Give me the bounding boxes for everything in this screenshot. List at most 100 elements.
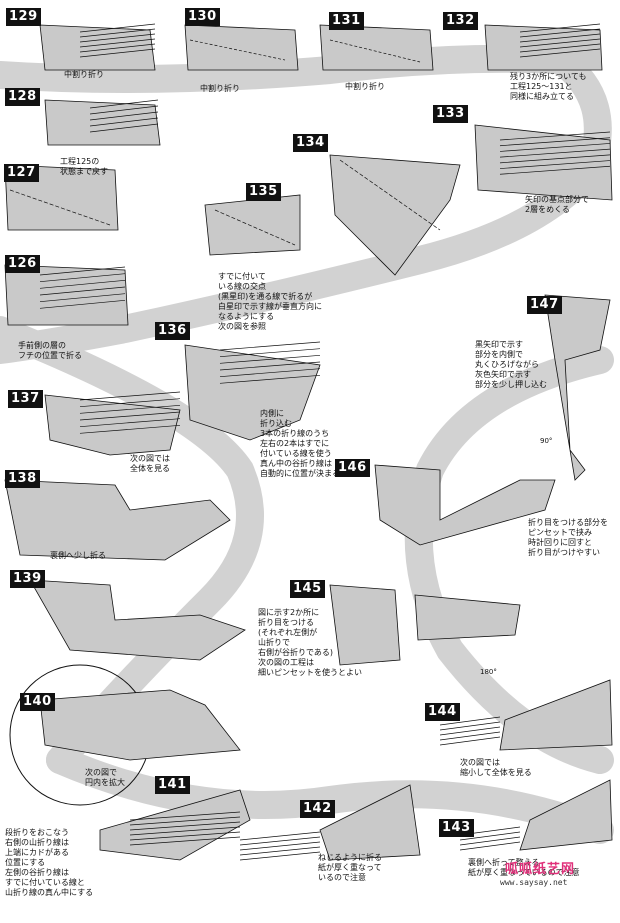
fig-130-fold [189,39,286,61]
step-number-147: 147 [527,296,562,314]
step-instruction-144: 次の図では 縮小して全体を見る [460,758,532,777]
step-instruction-128: 工程125の 状態まで戻す [60,157,108,176]
fig-137-pleat-1 [79,398,181,408]
fig-143-pleat-1 [459,831,521,841]
step-number-133: 133 [433,105,468,123]
step-instruction-142: ねじるように折る 紙が厚く重なって いるので注意 [318,853,382,882]
fig-128-pleat-1 [89,105,159,115]
fig-144-pleat-2 [439,726,501,736]
step-number-126: 126 [5,255,40,273]
fig-140 [39,689,241,761]
fig-136-pleat-4 [219,368,321,378]
step-instruction-146: 折り目をつける部分を ピンセットで挟み 時計回りに回すと 折り目がつけやすい [528,518,608,557]
fig-142-pleat-4 [239,851,321,861]
fig-129-pleat-2 [79,33,156,43]
fig-126-pleat-1 [39,273,126,283]
fig-147 [544,294,611,481]
fig-132-pleat-5 [519,48,601,58]
fig-137 [44,394,181,456]
fig-133-pleat-6 [499,165,611,175]
fig-137-pleat-0 [79,391,181,401]
fig-137-pleat-2 [79,404,181,414]
fig-144-pleat-4 [439,736,501,746]
step-number-136: 136 [155,322,190,340]
fig-126-pleat-5 [39,299,126,309]
fig-142-pleat-0 [239,831,321,841]
fig-136-pleat-0 [219,341,321,351]
step-instruction-143: 裏側へ折って整える 紙が厚く重なっているので注意 [468,858,580,877]
fig-133-pleat-3 [499,148,611,158]
fig-129-pleat-5 [79,48,156,58]
fig-129-pleat-3 [79,38,156,48]
fig-137-pleat-5 [79,424,181,434]
fig-144-pleat-3 [439,731,501,741]
fig-129 [39,24,156,71]
step-instruction-137: 次の図では 全体を見る [130,454,170,473]
fig-141 [99,789,251,861]
step-instruction-138: 裏側へ少し折る [50,551,106,560]
fig-143-pleat-2 [459,836,521,846]
fig-130 [184,24,299,71]
step-number-141: 141 [155,776,190,794]
fig-143-pleat-3 [459,841,521,851]
fig-134 [329,154,461,276]
fig-142 [319,784,421,861]
step-instruction-136: 内側に 折り込む 3本の折り線のうち 左右の2本はすでに 付いている線を使う 真… [260,409,340,478]
step-instruction-135: すでに付いて いる線の交点 (黒星印)を通る線で折るが 白星印で示す線が垂直方向… [218,272,322,331]
fig-133-pleat-4 [499,154,611,164]
step-number-142: 142 [300,800,335,818]
fig-128-pleat-4 [89,123,159,133]
angle-90: 90° [540,437,553,445]
fig-136 [184,344,321,441]
fig-137-pleat-4 [79,418,181,428]
fig-141-pleat-5 [129,836,241,846]
fig-128-pleat-3 [89,117,159,127]
watermark-url: www.saysay.net [500,878,568,887]
fig-126-pleat-3 [39,286,126,296]
step-number-145: 145 [290,580,325,598]
fig-141-pleat-4 [129,831,241,841]
fig-135-fold [214,209,296,246]
fig-128 [44,99,161,146]
step-number-128: 128 [5,88,40,106]
step-number-130: 130 [185,8,220,26]
fig-135 [204,194,301,256]
fig-136-pleat-5 [219,374,321,384]
step-instruction-140: 次の図で 円内を拡大 [85,768,125,787]
fig-133-pleat-2 [499,143,611,152]
fig-141-pleat-1 [129,816,241,826]
fig-129-pleat-0 [79,23,156,33]
step-number-134: 134 [293,134,328,152]
fig-129-pleat-1 [79,28,156,38]
fig-136-pleat-2 [219,354,321,364]
step-number-143: 143 [439,819,474,837]
fig-132-pleat-0 [519,23,601,33]
step-number-140: 140 [20,693,55,711]
fig-132-pleat-2 [519,33,601,43]
watermark-title: 呱呱纸艺网 [505,862,576,877]
fig-137-pleat-3 [79,411,181,421]
fig-142-pleat-1 [239,836,321,846]
fig-141-pleat-2 [129,821,241,831]
fig-136-pleat-3 [219,361,321,371]
fig-144-pleat-0 [439,716,501,726]
fig-132 [484,24,603,71]
fig-126-pleat-4 [39,293,126,303]
fig-139 [29,579,246,661]
fig-126 [4,264,129,326]
fig-144 [499,679,613,751]
fig-145a [329,584,401,666]
step-instruction-131: 中割り折り [345,82,385,91]
step-instruction-147: 黒矢印で示す 部分を内側で 丸くひろげながら 灰色矢印で示す 部分を少し押し込む [475,340,547,389]
fig-141-pleat-3 [129,826,241,836]
fig-131 [319,24,434,71]
step-number-137: 137 [8,390,43,408]
step-number-146: 146 [335,459,370,477]
fig-136-pleat-1 [219,348,321,358]
fig-128-pleat-0 [89,99,159,109]
step-instruction-132: 残り3か所についても 工程125～131と 同様に組み立てる [510,72,587,101]
step-number-144: 144 [425,703,460,721]
fig-129-pleat-4 [79,43,156,53]
fig-141-pleat-0 [129,811,241,821]
angle-180: 180° [480,668,497,676]
